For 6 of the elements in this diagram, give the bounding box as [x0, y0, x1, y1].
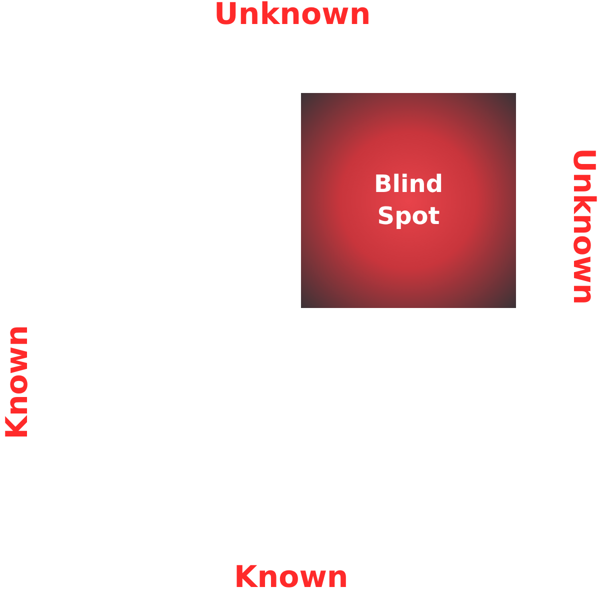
axis-label: Unknown	[568, 148, 598, 305]
axis-label: Known	[3, 325, 33, 440]
quadrant-label: Blind Spot	[372, 169, 444, 232]
quadrant-box	[301, 93, 516, 308]
axis-label: Unknown	[214, 0, 371, 30]
axis-label: Known	[234, 563, 348, 593]
